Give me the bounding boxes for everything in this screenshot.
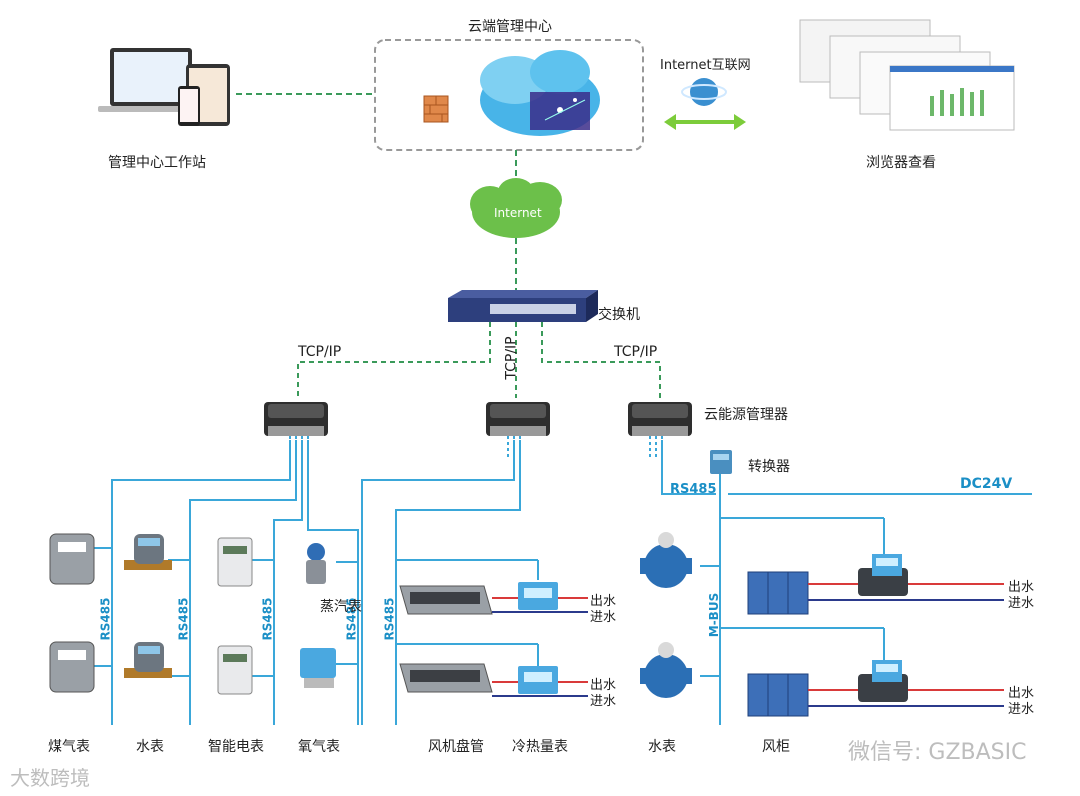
- air-cabinet-label: 风柜: [762, 739, 790, 755]
- fan-coil-label: 风机盘管: [428, 739, 484, 755]
- heat-meter-icon-2: [492, 666, 588, 697]
- tcp-mid-label: TCP/IP: [503, 336, 520, 380]
- flow-meter-icon-1: [858, 554, 908, 596]
- pipe-out-label-4: 出水: [1008, 686, 1035, 701]
- internet-cloud-icon: [470, 178, 562, 238]
- rs485-bus-2: RS485: [176, 597, 191, 641]
- fan-coil-icon-2: [399, 663, 493, 693]
- fan-coil-icon-1: [399, 585, 493, 615]
- workstation-devices: [98, 48, 230, 126]
- heat-meter-icon-1: [492, 582, 588, 613]
- energy-manager-right: [628, 402, 692, 436]
- watermark-left: 大数跨境: [10, 766, 90, 790]
- oxygen-meter-label: 氧气表: [298, 739, 340, 755]
- cloud-center-box: [374, 39, 644, 151]
- gas-meter-icon-1: [49, 533, 95, 585]
- converter-icon: [710, 450, 732, 474]
- energy-manager-left: [264, 402, 328, 436]
- pipe-out-label-3: 出水: [1008, 580, 1035, 595]
- network-switch-icon: [448, 290, 598, 322]
- pipe-out-label-2: 出水: [590, 678, 617, 693]
- rs485-bus-5: RS485: [382, 597, 397, 641]
- oxygen-meter-icon: [300, 648, 336, 688]
- gas-meter-icon-2: [49, 641, 95, 693]
- tcp-left-label: TCP/IP: [298, 344, 342, 360]
- mbus-label: M-BUS: [707, 592, 722, 638]
- water-meter-icon-2: [124, 642, 172, 678]
- gas-meter-label: 煤气表: [48, 739, 90, 755]
- switch-label: 交换机: [598, 307, 640, 323]
- pipe-out-label-1: 出水: [590, 594, 617, 609]
- rs485-bus-1: RS485: [98, 597, 113, 641]
- air-cabinet-icon-1: [747, 571, 809, 615]
- heat-meter-label: 冷热量表: [512, 739, 568, 755]
- water-meter-2-label: 水表: [648, 739, 676, 755]
- cloud-center-title: 云端管理中心: [468, 19, 552, 35]
- internet-link-label: Internet互联网: [660, 58, 751, 73]
- steam-meter-icon: [306, 543, 326, 584]
- converter-label: 转换器: [748, 459, 790, 475]
- smart-meter-label: 智能电表: [208, 739, 264, 755]
- cloud-server-icon: [480, 50, 600, 136]
- air-cabinet-icon-2: [747, 673, 809, 717]
- manager-label: 云能源管理器: [704, 407, 788, 423]
- energy-manager-mid: [486, 402, 550, 436]
- dc24v-label: DC24V: [960, 476, 1013, 492]
- steam-meter-label: 蒸汽表: [320, 599, 362, 615]
- pipe-in-label-2: 进水: [590, 694, 617, 709]
- firewall-icon: [423, 95, 449, 123]
- pipe-in-label-1: 进水: [590, 610, 617, 625]
- browser-screens: [799, 19, 1015, 131]
- internet-cloud-label: Internet: [494, 206, 542, 220]
- water-meter-icon-1: [124, 534, 172, 570]
- globe-icon: [681, 78, 727, 106]
- pipe-in-label-3: 进水: [1008, 596, 1035, 611]
- water-meter-large-icon-1: [640, 532, 692, 588]
- converter-rs485-label: RS485: [670, 482, 717, 497]
- workstation-label: 管理中心工作站: [108, 155, 206, 171]
- smart-meter-icon-2: [217, 645, 253, 695]
- browser-label: 浏览器查看: [866, 155, 936, 171]
- tcp-right-label: TCP/IP: [614, 344, 658, 360]
- pipe-in-label-4: 进水: [1008, 702, 1035, 717]
- watermark-right: 微信号: GZBASIC: [848, 740, 1027, 765]
- flow-meter-icon-2: [858, 660, 908, 702]
- smart-meter-icon-1: [217, 537, 253, 587]
- rs485-bus-3: RS485: [260, 597, 275, 641]
- double-arrow-icon: [664, 114, 746, 130]
- water-meter-label: 水表: [136, 739, 164, 755]
- water-meter-large-icon-2: [640, 642, 692, 698]
